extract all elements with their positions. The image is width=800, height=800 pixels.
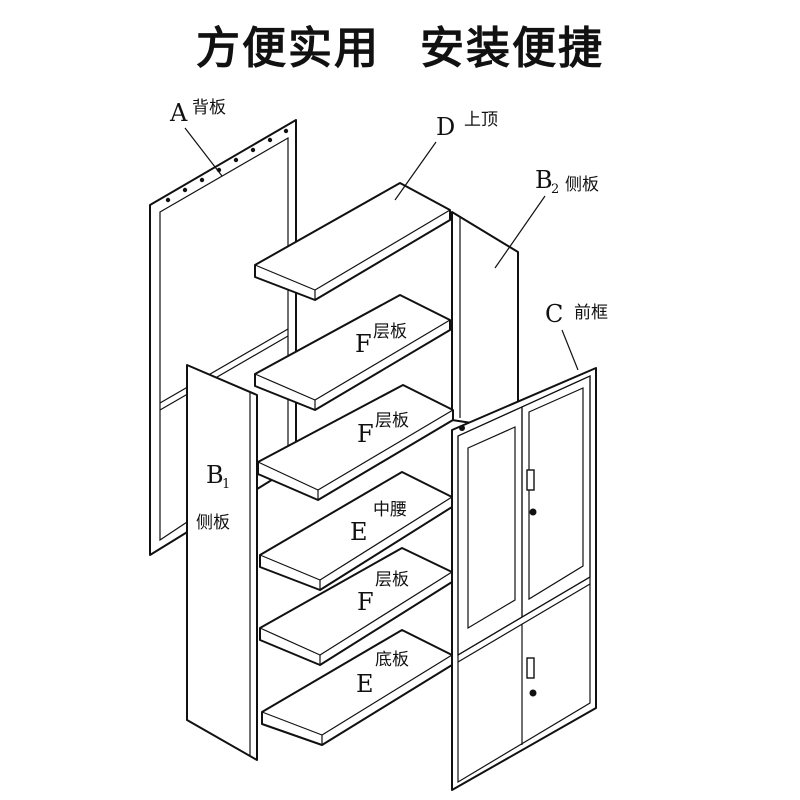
- label-F1: F 层板: [355, 322, 407, 358]
- leader-D: [394, 141, 437, 201]
- svg-text:B: B: [535, 166, 553, 194]
- svg-text:侧板: 侧板: [565, 175, 599, 195]
- svg-text:F: F: [357, 588, 374, 616]
- label-A: A 背板: [169, 98, 226, 127]
- svg-text:E: E: [356, 670, 374, 698]
- svg-text:上顶: 上顶: [464, 110, 498, 130]
- right-side-panel: [451, 211, 519, 431]
- label-B2: B 2 侧板: [535, 166, 599, 197]
- svg-text:C: C: [545, 300, 563, 328]
- svg-text:E: E: [350, 518, 368, 546]
- title-right: 安装便捷: [420, 23, 604, 74]
- svg-text:中腰: 中腰: [373, 500, 407, 520]
- front-frame: [451, 367, 597, 791]
- svg-text:D: D: [436, 113, 455, 141]
- svg-text:侧板: 侧板: [196, 513, 230, 533]
- svg-text:B: B: [206, 461, 224, 489]
- label-D: D 上顶: [436, 110, 498, 141]
- svg-text:背板: 背板: [192, 98, 226, 118]
- svg-text:层板: 层板: [375, 411, 409, 431]
- label-F3: F 层板: [357, 570, 409, 616]
- svg-text:层板: 层板: [375, 570, 409, 590]
- svg-text:2: 2: [551, 182, 559, 197]
- label-C: C 前框: [545, 300, 608, 328]
- leader-A: [184, 127, 223, 177]
- page-title: 方便实用安装便捷: [0, 12, 800, 76]
- shelf-1: [254, 294, 451, 411]
- left-side-panel: [186, 364, 258, 761]
- svg-text:A: A: [169, 99, 188, 127]
- svg-text:1: 1: [222, 477, 230, 492]
- svg-text:F: F: [357, 420, 374, 448]
- label-E1: E 中腰: [350, 500, 407, 546]
- leader-B2: [494, 195, 546, 269]
- title-left: 方便实用: [196, 23, 380, 74]
- label-B1: B 1 侧板: [196, 461, 230, 533]
- label-E2: E 底板: [356, 650, 409, 698]
- svg-text:前框: 前框: [574, 303, 608, 323]
- svg-text:底板: 底板: [375, 650, 409, 670]
- top-panel: [254, 182, 451, 301]
- svg-text:层板: 层板: [373, 322, 407, 342]
- svg-text:F: F: [355, 330, 372, 358]
- leader-C: [561, 329, 579, 371]
- label-F2: F 层板: [357, 411, 409, 448]
